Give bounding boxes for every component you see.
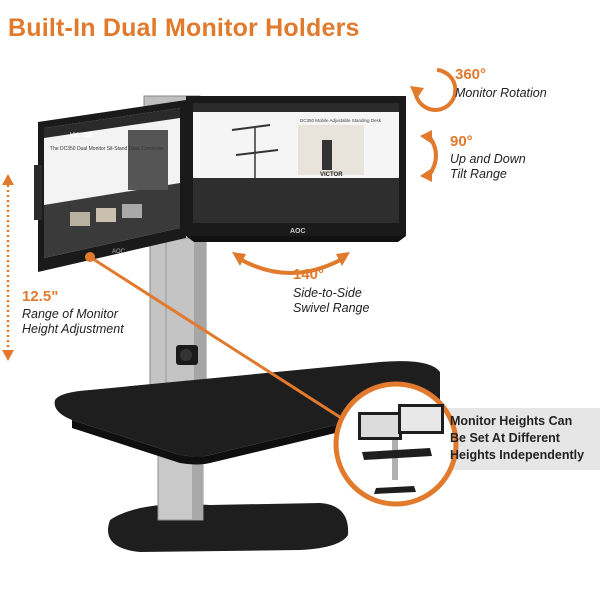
mini-base	[374, 486, 416, 494]
page-title: Built-In Dual Monitor Holders	[8, 14, 360, 42]
work-surface	[54, 361, 440, 457]
screen-desk-top	[231, 124, 271, 131]
base-plate	[108, 503, 349, 552]
right-screen-headline: DC350 Mobile Adjustable Standing Desk	[300, 118, 382, 123]
right-monitor-bezel	[186, 236, 406, 242]
left-monitor-back	[34, 165, 42, 220]
right-screen-footer	[193, 178, 399, 223]
mini-column	[392, 440, 398, 480]
left-screen-thumb-3	[122, 204, 142, 218]
tilt-arrowhead-bottom	[420, 168, 432, 182]
right-screen-figure	[322, 140, 332, 170]
tilt-caption-line2: Tilt Range	[450, 167, 507, 181]
mini-surface	[362, 448, 432, 460]
height-caption-line1: Range of Monitor	[22, 307, 118, 321]
callout-line-2: Be Set At Different	[450, 431, 560, 445]
swivel-caption-line2: Swivel Range	[293, 301, 370, 315]
rotation-value: 360°	[455, 66, 487, 83]
swivel-arrowhead-left	[232, 252, 246, 266]
work-surface-edge	[72, 400, 440, 465]
callout-line-3: Heights Independently	[450, 448, 585, 462]
tilt-value: 90°	[450, 133, 473, 150]
height-caption-line2: Height Adjustment	[22, 322, 124, 336]
rotation-arrowhead	[410, 86, 424, 100]
left-screen-brand: VICTOR	[70, 133, 93, 139]
swivel-icon	[237, 256, 345, 275]
height-value: 12.5"	[22, 288, 59, 305]
tilt-caption-line1: Up and Down	[450, 152, 526, 166]
knob-center	[180, 349, 192, 361]
rotation-icon	[414, 68, 458, 112]
mini-left-screen	[361, 415, 399, 437]
left-screen-photo	[128, 130, 168, 190]
rotation-caption: Monitor Rotation	[455, 86, 547, 100]
callout-leader-line	[89, 255, 361, 432]
right-screen-topbar	[193, 103, 399, 112]
swivel-value: 140°	[293, 266, 325, 283]
mini-right-screen	[401, 407, 441, 431]
left-monitor-brand: AOC	[112, 249, 126, 255]
left-screen-thumb-2	[96, 208, 116, 222]
tilt-arrowhead-top	[420, 130, 432, 144]
upper-column-shade	[194, 238, 206, 388]
right-screen-brand: VICTOR	[320, 172, 343, 178]
swivel-arrowhead-right	[336, 252, 350, 266]
callout-line-1: Monitor Heights Can	[450, 414, 573, 428]
right-monitor-brand: AOC	[290, 228, 306, 235]
swivel-caption-line1: Side-to-Side	[293, 286, 362, 300]
lower-column-shade	[192, 455, 202, 520]
left-screen-headline: The DC350 Dual Monitor Sit-Stand Desk Co…	[50, 146, 164, 152]
left-screen-topbar	[44, 108, 180, 138]
screen-desk-surface	[235, 149, 279, 156]
left-screen-thumb-1	[70, 212, 90, 226]
callout-origin-dot	[85, 252, 95, 262]
callout-text: Monitor Heights Can Be Set At Different …	[450, 413, 600, 464]
height-arrowhead-bottom	[2, 350, 14, 361]
height-arrowhead-top	[2, 174, 14, 185]
